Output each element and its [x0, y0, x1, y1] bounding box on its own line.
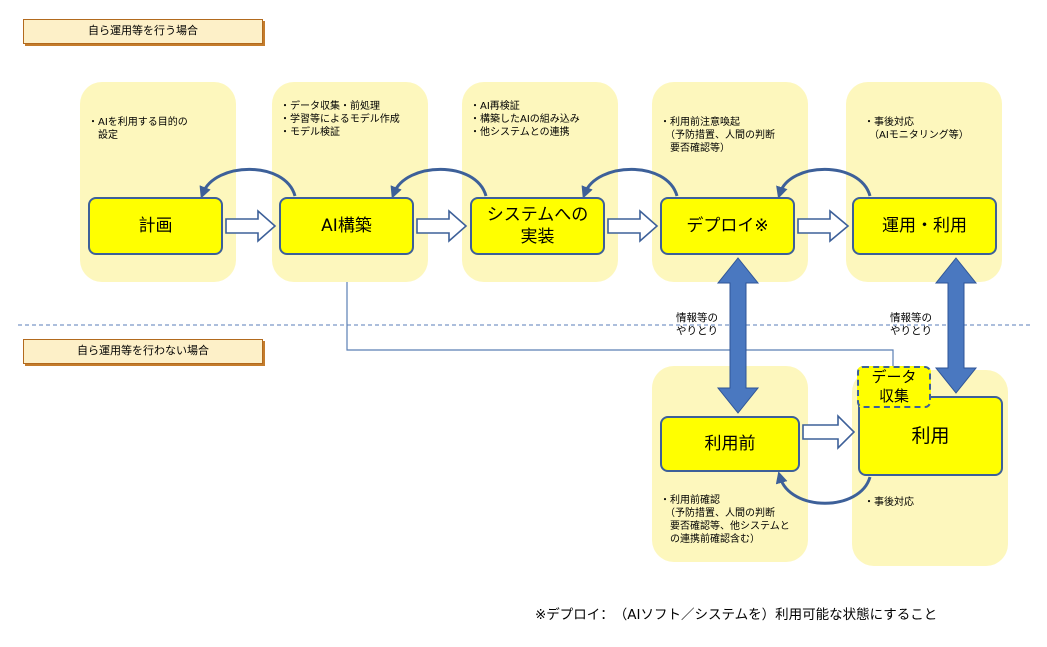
process-box-implement[interactable]: システムへの 実装 — [470, 197, 605, 255]
process-box-ai-build[interactable]: AI構築 — [279, 197, 414, 255]
section-label-no-self-operation: 自ら運用等を行わない場合 — [23, 339, 263, 364]
note-implement: ・AI再検証 ・構築したAIの組み込み ・他システムとの連携 — [470, 101, 580, 138]
process-box-pre-use[interactable]: 利用前 — [660, 416, 800, 472]
note-deploy: ・利用前注意喚起 （予防措置、人間の判断 要否確認等） — [660, 117, 775, 154]
footnote-deploy-definition: ※デプロイ： （AIソフト／システムを）利用可能な状態にすること — [535, 607, 938, 623]
exchange-label-operate: 情報等の やりとり — [890, 312, 932, 337]
process-box-deploy[interactable]: デプロイ※ — [660, 197, 795, 255]
process-box-use[interactable]: 利用 — [858, 396, 1003, 476]
exchange-label-deploy: 情報等の やりとり — [676, 312, 718, 337]
note-build: ・データ収集・前処理 ・学習等によるモデル作成 ・モデル検証 — [280, 101, 400, 138]
note-pre-use: ・利用前確認 （予防措置、人間の判断 要否確認等、他システムと の連携前確認含む… — [660, 495, 790, 545]
data-collection-box[interactable]: データ 収集 — [857, 366, 931, 408]
process-box-plan[interactable]: 計画 — [88, 197, 223, 255]
note-operate: ・事後対応 （AIモニタリング等） — [864, 117, 969, 141]
feedback-line — [342, 257, 894, 366]
section-label-self-operation: 自ら運用等を行う場合 — [23, 19, 263, 44]
process-box-operate[interactable]: 運用・利用 — [852, 197, 997, 255]
note-use: ・事後対応 — [864, 497, 914, 508]
note-plan: ・AIを利用する目的の 設定 — [88, 117, 188, 141]
